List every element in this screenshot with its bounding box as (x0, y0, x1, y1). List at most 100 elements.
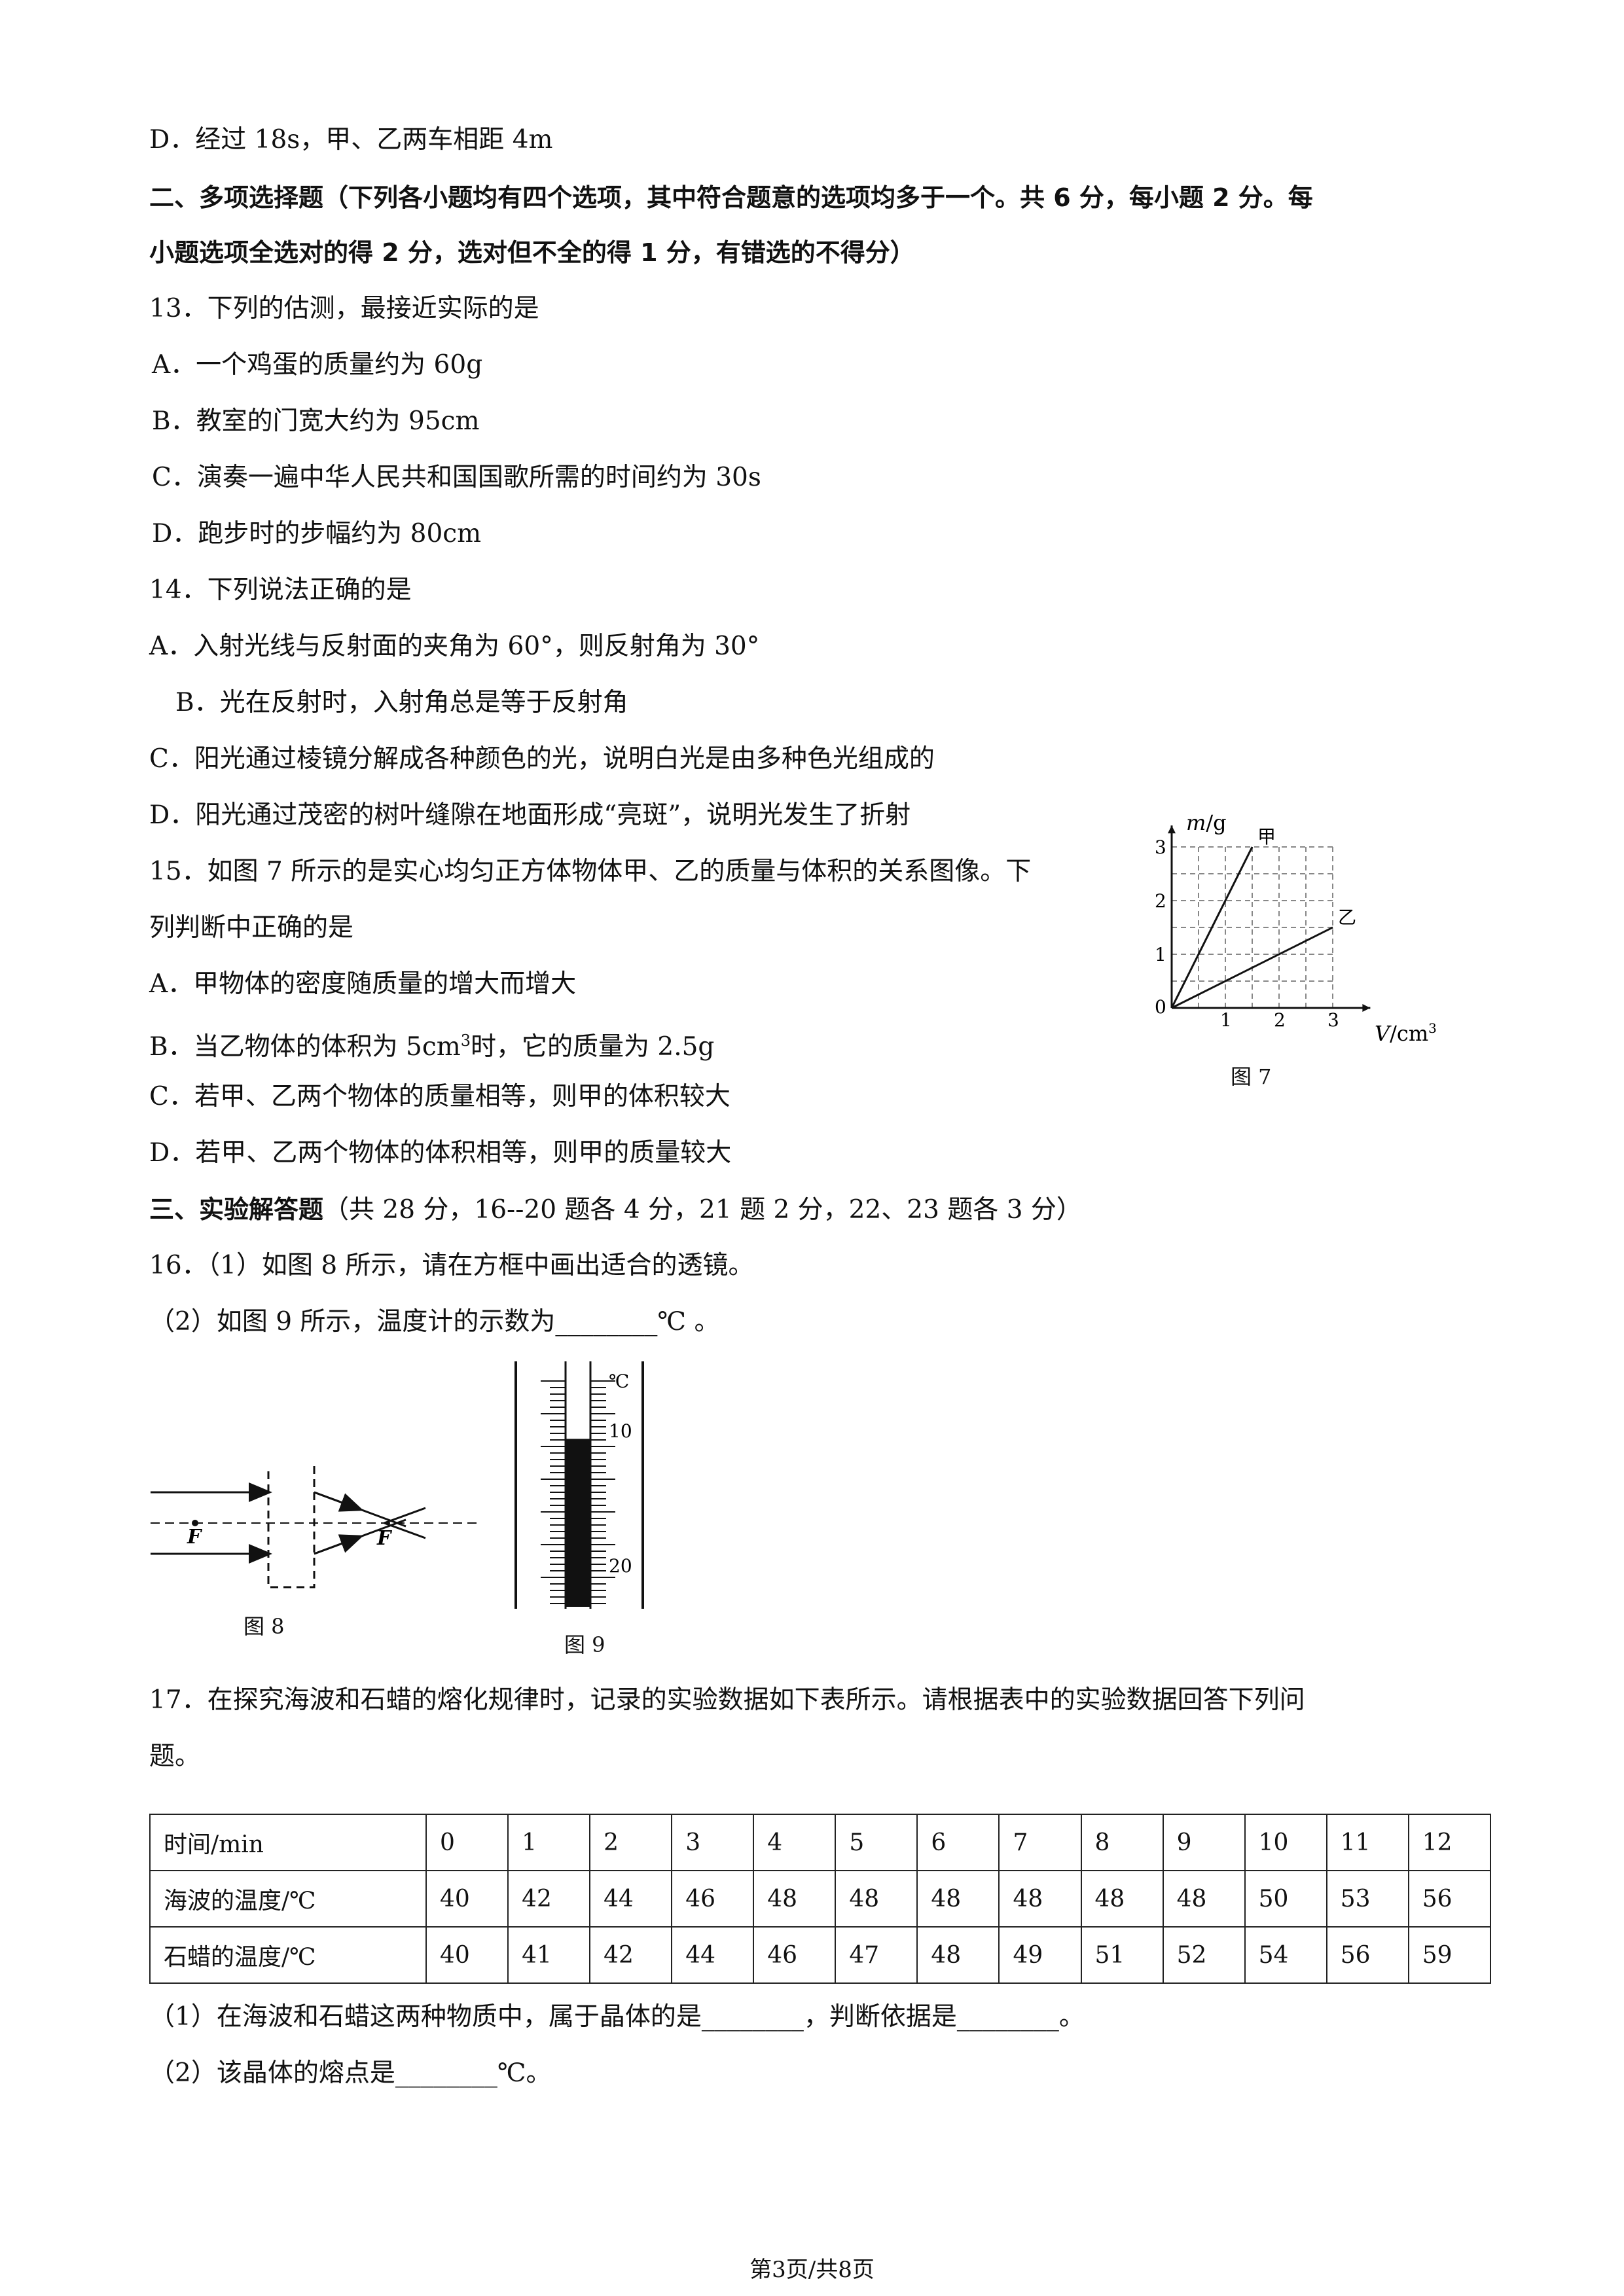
q15-option-b: B．当乙物体的体积为 5cm3时，它的质量为 2.5g (149, 1024, 714, 1064)
table-cell: 47 (835, 1926, 918, 1984)
q15-option-d: D．若甲、乙两个物体的体积相等，则甲的质量较大 (149, 1138, 732, 1168)
q13-option-d: D．跑步时的步幅约为 80cm (152, 519, 482, 548)
q15-option-b-superscript: 3 (460, 1031, 471, 1050)
table-row-label: 时间/min (149, 1814, 427, 1871)
table-cell: 44 (589, 1870, 673, 1928)
table-cell: 44 (671, 1926, 755, 1984)
table-cell: 10 (1244, 1814, 1327, 1871)
section-2-title-line-1: 二、多项选择题（下列各小题均有四个选项，其中符合题意的选项均多于一个。共 6 分… (149, 183, 1313, 212)
section-2-title-line-2: 小题选项全选对的得 2 分，选对但不全的得 1 分，有错选的不得分） (149, 238, 915, 267)
x-axis-label-superscript: 3 (1428, 1020, 1437, 1036)
table-cell: 2 (589, 1814, 673, 1871)
table-cell: 48 (1080, 1870, 1164, 1928)
q15-option-c: C．若甲、乙两个物体的质量相等，则甲的体积较大 (149, 1082, 731, 1111)
y-tick-label: 3 (1155, 836, 1166, 858)
x-axis-label-unit: /cm (1390, 1021, 1428, 1046)
table-cell: 50 (1244, 1870, 1327, 1928)
figure-8-caption: 图 8 (244, 1614, 285, 1639)
q13-option-c: C．演奏一遍中华人民共和国国歌所需的时间约为 30s (152, 463, 761, 492)
table-cell: 3 (671, 1814, 755, 1871)
q13-option-a: A．一个鸡蛋的质量约为 60g (152, 350, 483, 380)
focus-point-left (192, 1520, 198, 1526)
q15-option-b-text: B．当乙物体的体积为 5cm (149, 1032, 461, 1062)
table-cell: 48 (916, 1870, 1000, 1928)
y-tick-label: 1 (1155, 944, 1166, 965)
table-cell: 40 (425, 1870, 509, 1928)
q14-stem: 14．下列说法正确的是 (149, 575, 412, 605)
series-line (1171, 926, 1333, 1009)
table-cell: 48 (1162, 1870, 1246, 1928)
thermometer-scale (541, 1380, 615, 1604)
chart-axes (1168, 825, 1371, 1012)
q14-option-a: A．入射光线与反射面的夹角为 60°，则反射角为 30° (149, 632, 760, 661)
table-cell: 56 (1407, 1870, 1492, 1928)
section-3-title: 三、实验解答题（共 28 分，16--20 题各 4 分，21 题 2 分，22… (149, 1193, 1082, 1227)
focus-label-right: F (376, 1527, 393, 1550)
table-cell: 54 (1244, 1926, 1327, 1984)
chart-series: 甲乙 (1170, 826, 1356, 1009)
table-row-label: 海波的温度/℃ (149, 1870, 427, 1928)
table-cell: 12 (1407, 1814, 1492, 1871)
series-label: 乙 (1338, 906, 1356, 928)
q16-part-2: （2）如图 9 所示，温度计的示数为________℃ 。 (149, 1307, 720, 1336)
q14-option-b: B．光在反射时，入射角总是等于反射角 (175, 688, 628, 717)
table-cell: 41 (507, 1926, 591, 1984)
ray-continue-bottom (384, 1522, 426, 1539)
section-3-title-bold: 三、实验解答题 (149, 1195, 324, 1224)
table-cell: 5 (835, 1814, 918, 1871)
q15-stem-line-1: 15．如图 7 所示的是实心均匀正方体物体甲、乙的质量与体积的关系图像。下 (149, 857, 1032, 886)
y-axis-label-unit: /g (1206, 812, 1226, 835)
figure-7-caption: 图 7 (1231, 1064, 1272, 1089)
table-cell: 52 (1162, 1926, 1246, 1984)
thermometer-liquid-column (566, 1439, 590, 1607)
table-cell: 7 (998, 1814, 1082, 1871)
x-tick-label: 3 (1327, 1009, 1339, 1031)
q17-part-1: （1）在海波和石蜡这两种物质中，属于晶体的是________，判断依据是____… (149, 2002, 1085, 2032)
table-cell: 8 (1080, 1814, 1164, 1871)
q15-option-b-text-end: 时，它的质量为 2.5g (470, 1032, 715, 1062)
x-axis-arrow (1362, 1004, 1371, 1012)
table-cell: 11 (1326, 1814, 1409, 1871)
thermometer-unit: ℃ (609, 1371, 629, 1392)
x-tick-label: 0 (1155, 996, 1166, 1018)
table-cell: 48 (998, 1870, 1082, 1928)
lens-box (267, 1466, 316, 1588)
table-cell: 4 (753, 1814, 837, 1871)
table-row-label: 石蜡的温度/℃ (149, 1926, 427, 1984)
section-3-title-rest: （共 28 分，16--20 题各 4 分，21 题 2 分，22、23 题各 … (323, 1195, 1082, 1225)
thermometer-label-20: 20 (609, 1555, 632, 1577)
q14-option-d: D．阳光通过茂密的树叶缝隙在地面形成“亮斑”，说明光发生了折射 (149, 800, 911, 830)
q15-option-a: A．甲物体的密度随质量的增大而增大 (149, 969, 577, 999)
q16-part-1: 16．（1）如图 8 所示，请在方框中画出适合的透镜。 (149, 1251, 754, 1280)
table-cell: 51 (1080, 1926, 1164, 1984)
series-label: 甲 (1257, 826, 1276, 848)
q15-stem-line-2: 列判断中正确的是 (149, 913, 354, 942)
table-cell: 48 (753, 1870, 837, 1928)
y-tick-label: 2 (1155, 890, 1166, 912)
table-cell: 56 (1326, 1926, 1409, 1984)
q12-option-d: D．经过 18s，甲、乙两车相距 4m (149, 125, 553, 154)
focus-label-left: F (187, 1526, 203, 1549)
q17-stem-line-2: 题。 (149, 1742, 201, 1771)
thermometer-label-10: 10 (609, 1420, 632, 1442)
table-cell: 48 (835, 1870, 918, 1928)
figure-9-caption: 图 9 (564, 1632, 605, 1657)
chart-grid (1172, 846, 1333, 1008)
figure-8-lens-diagram: F F (151, 1466, 478, 1588)
q13-option-b: B．教室的门宽大约为 95cm (152, 406, 480, 436)
x-tick-label: 1 (1220, 1009, 1232, 1031)
table-cell: 59 (1407, 1926, 1492, 1984)
ray-continue-top (384, 1507, 426, 1524)
table-cell: 6 (916, 1814, 1000, 1871)
q13-stem: 13．下列的估测，最接近实际的是 (149, 294, 539, 323)
table-cell: 1 (507, 1814, 591, 1871)
x-axis-label: V/cm3 (1375, 1020, 1437, 1046)
figure-9-thermometer: ℃ 10 20 (514, 1361, 644, 1609)
y-axis-arrow (1168, 825, 1176, 834)
y-axis-label: m/g (1186, 812, 1227, 835)
